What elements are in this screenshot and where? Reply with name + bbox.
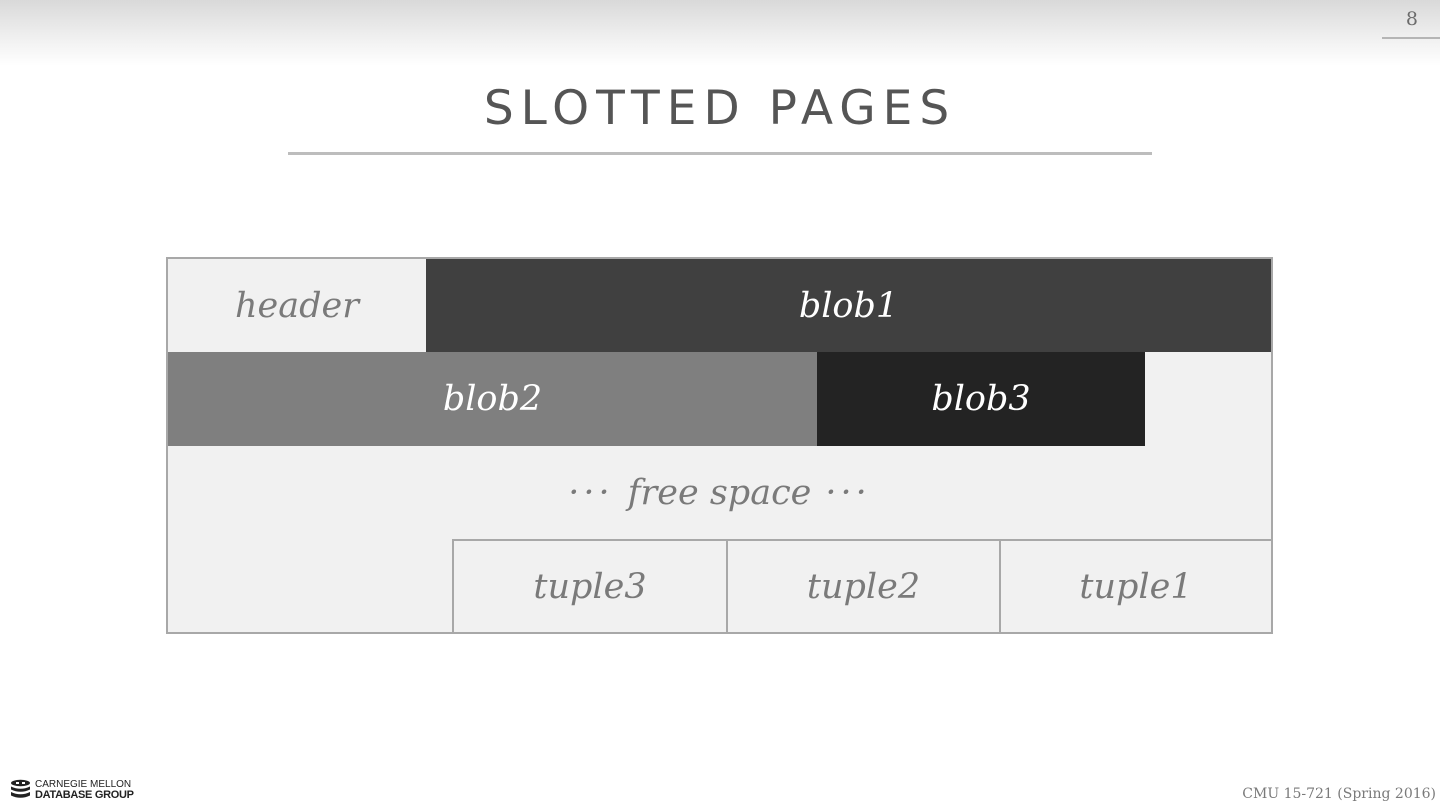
free-space-cell: ··· free space ··· (168, 446, 1271, 539)
cmu-db-logo: CARNEGIE MELLON DATABASE GROUP (10, 779, 134, 801)
blob2-label: blob2 (442, 379, 543, 419)
page-number-underline (1382, 37, 1440, 39)
tuple1-cell: tuple1 (999, 539, 1271, 632)
blob1-cell: blob1 (426, 259, 1271, 352)
slotted-page-diagram: header blob1 blob2 blob3 ··· free space … (166, 257, 1273, 634)
free-space-dots-left: ··· (568, 472, 614, 513)
blob1-label: blob1 (798, 285, 899, 326)
free-space-label: free space (627, 472, 812, 513)
tuple3-label: tuple3 (533, 566, 647, 607)
logo-text-line1: CARNEGIE MELLON (35, 779, 132, 790)
database-stack-icon (10, 779, 31, 801)
page-header-label: header (235, 285, 359, 326)
tuple2-cell: tuple2 (726, 539, 999, 632)
blob3-label: blob3 (931, 379, 1031, 419)
header-gradient-band (0, 0, 1440, 66)
course-label: CMU 15-721 (Spring 2016) (1242, 786, 1436, 802)
slide-title: SLOTTED PAGES (483, 81, 957, 136)
page-number: 8 (1405, 8, 1418, 30)
free-space-dots-right: ··· (825, 472, 871, 513)
page-header-cell: header (168, 259, 426, 352)
title-underline (288, 152, 1152, 155)
tuple3-cell: tuple3 (452, 539, 726, 632)
blob2-cell: blob2 (168, 352, 817, 446)
tuple2-label: tuple2 (806, 566, 921, 607)
logo-text-line2: DATABASE GROUP (35, 789, 134, 801)
tuple1-label: tuple1 (1079, 566, 1193, 607)
blob3-cell: blob3 (817, 352, 1145, 446)
